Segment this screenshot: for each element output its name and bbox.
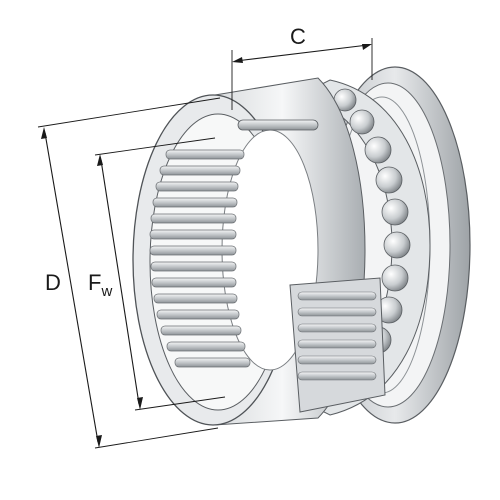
top-roller	[237, 119, 319, 131]
dimension-d: D	[37, 97, 221, 449]
needle-roller	[297, 339, 377, 349]
needle-roller	[297, 355, 377, 365]
thrust-balls	[333, 88, 411, 402]
dimension-c: C	[231, 24, 373, 110]
needle-roller	[297, 307, 377, 317]
needle-roller	[150, 213, 237, 224]
needle-roller	[152, 197, 238, 208]
needle-roller	[165, 149, 245, 160]
ball	[364, 136, 392, 164]
ball	[375, 166, 403, 194]
needle-roller	[149, 229, 237, 240]
ball	[381, 198, 409, 226]
dimension-fw: Fw	[88, 137, 226, 411]
needle-roller	[159, 165, 241, 176]
ball	[349, 109, 375, 135]
label-d: D	[45, 270, 61, 295]
ball	[383, 231, 411, 259]
needle-roller	[166, 341, 246, 352]
label-fw-main: F	[88, 270, 101, 295]
label-fw-sub: w	[100, 283, 112, 300]
needle-roller	[297, 371, 377, 381]
label-c: C	[290, 24, 306, 49]
needle-roller	[297, 323, 377, 333]
needle-rollers	[149, 149, 251, 368]
needle-roller	[174, 357, 251, 368]
bearing-body	[132, 66, 471, 426]
needle-roller	[156, 309, 240, 320]
ball	[381, 264, 409, 292]
needle-roller	[150, 261, 237, 272]
needle-roller	[155, 181, 239, 192]
needle-roller	[153, 293, 238, 304]
needle-roller	[149, 245, 237, 256]
label-fw: Fw	[88, 270, 112, 300]
cutaway-rollers	[297, 291, 377, 381]
needle-roller	[151, 277, 237, 288]
needle-roller	[297, 291, 377, 301]
needle-roller	[160, 325, 242, 336]
